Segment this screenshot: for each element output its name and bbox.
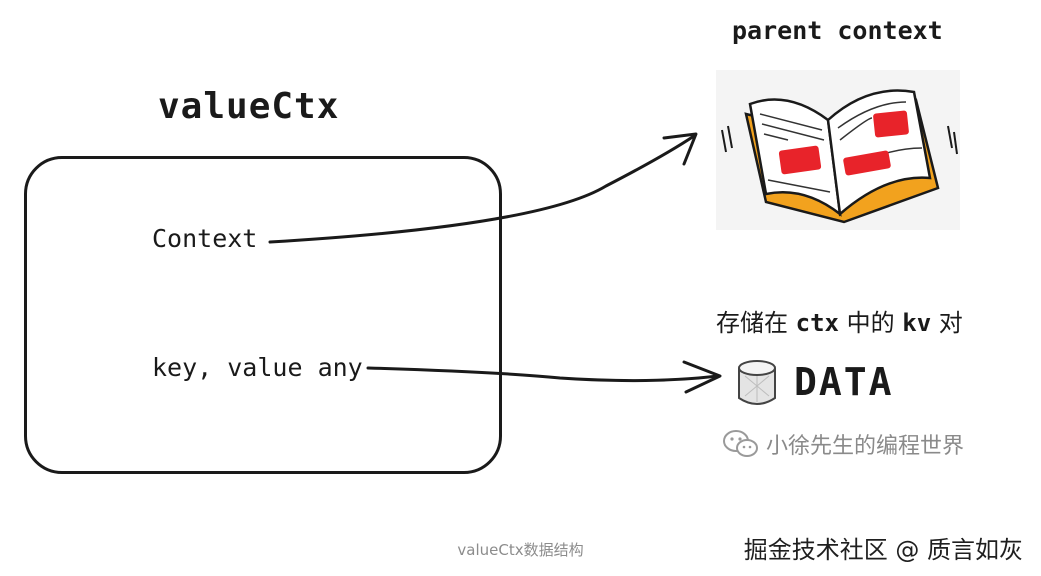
field-key-value: key, value any — [152, 353, 363, 382]
caption-prefix: 存储在 — [716, 309, 796, 337]
watermark-text: 小徐先生的编程世界 — [766, 434, 965, 459]
figure-caption: valueCtx数据结构 — [457, 541, 584, 559]
caption-ctx: ctx — [795, 309, 839, 337]
data-label: DATA — [794, 360, 894, 404]
caption-suffix: 对 — [931, 309, 963, 337]
open-book-icon — [721, 89, 958, 224]
struct-box — [24, 156, 502, 474]
source-credit: 掘金技术社区 @ 质言如灰 — [743, 536, 1023, 564]
field-context: Context — [152, 224, 258, 253]
caption-mid: 中的 — [839, 309, 903, 337]
wechat-icon — [723, 430, 758, 457]
parent-context-label: parent context — [732, 16, 943, 45]
watermark: 小徐先生的编程世界 — [722, 428, 964, 460]
struct-title: valueCtx — [158, 86, 340, 127]
parent-context-illustration — [716, 70, 960, 230]
caption-kv: kv — [902, 309, 932, 337]
kv-storage-caption: 存储在 ctx 中的 kv 对 — [716, 303, 963, 338]
database-cylinder-icon — [738, 360, 776, 405]
